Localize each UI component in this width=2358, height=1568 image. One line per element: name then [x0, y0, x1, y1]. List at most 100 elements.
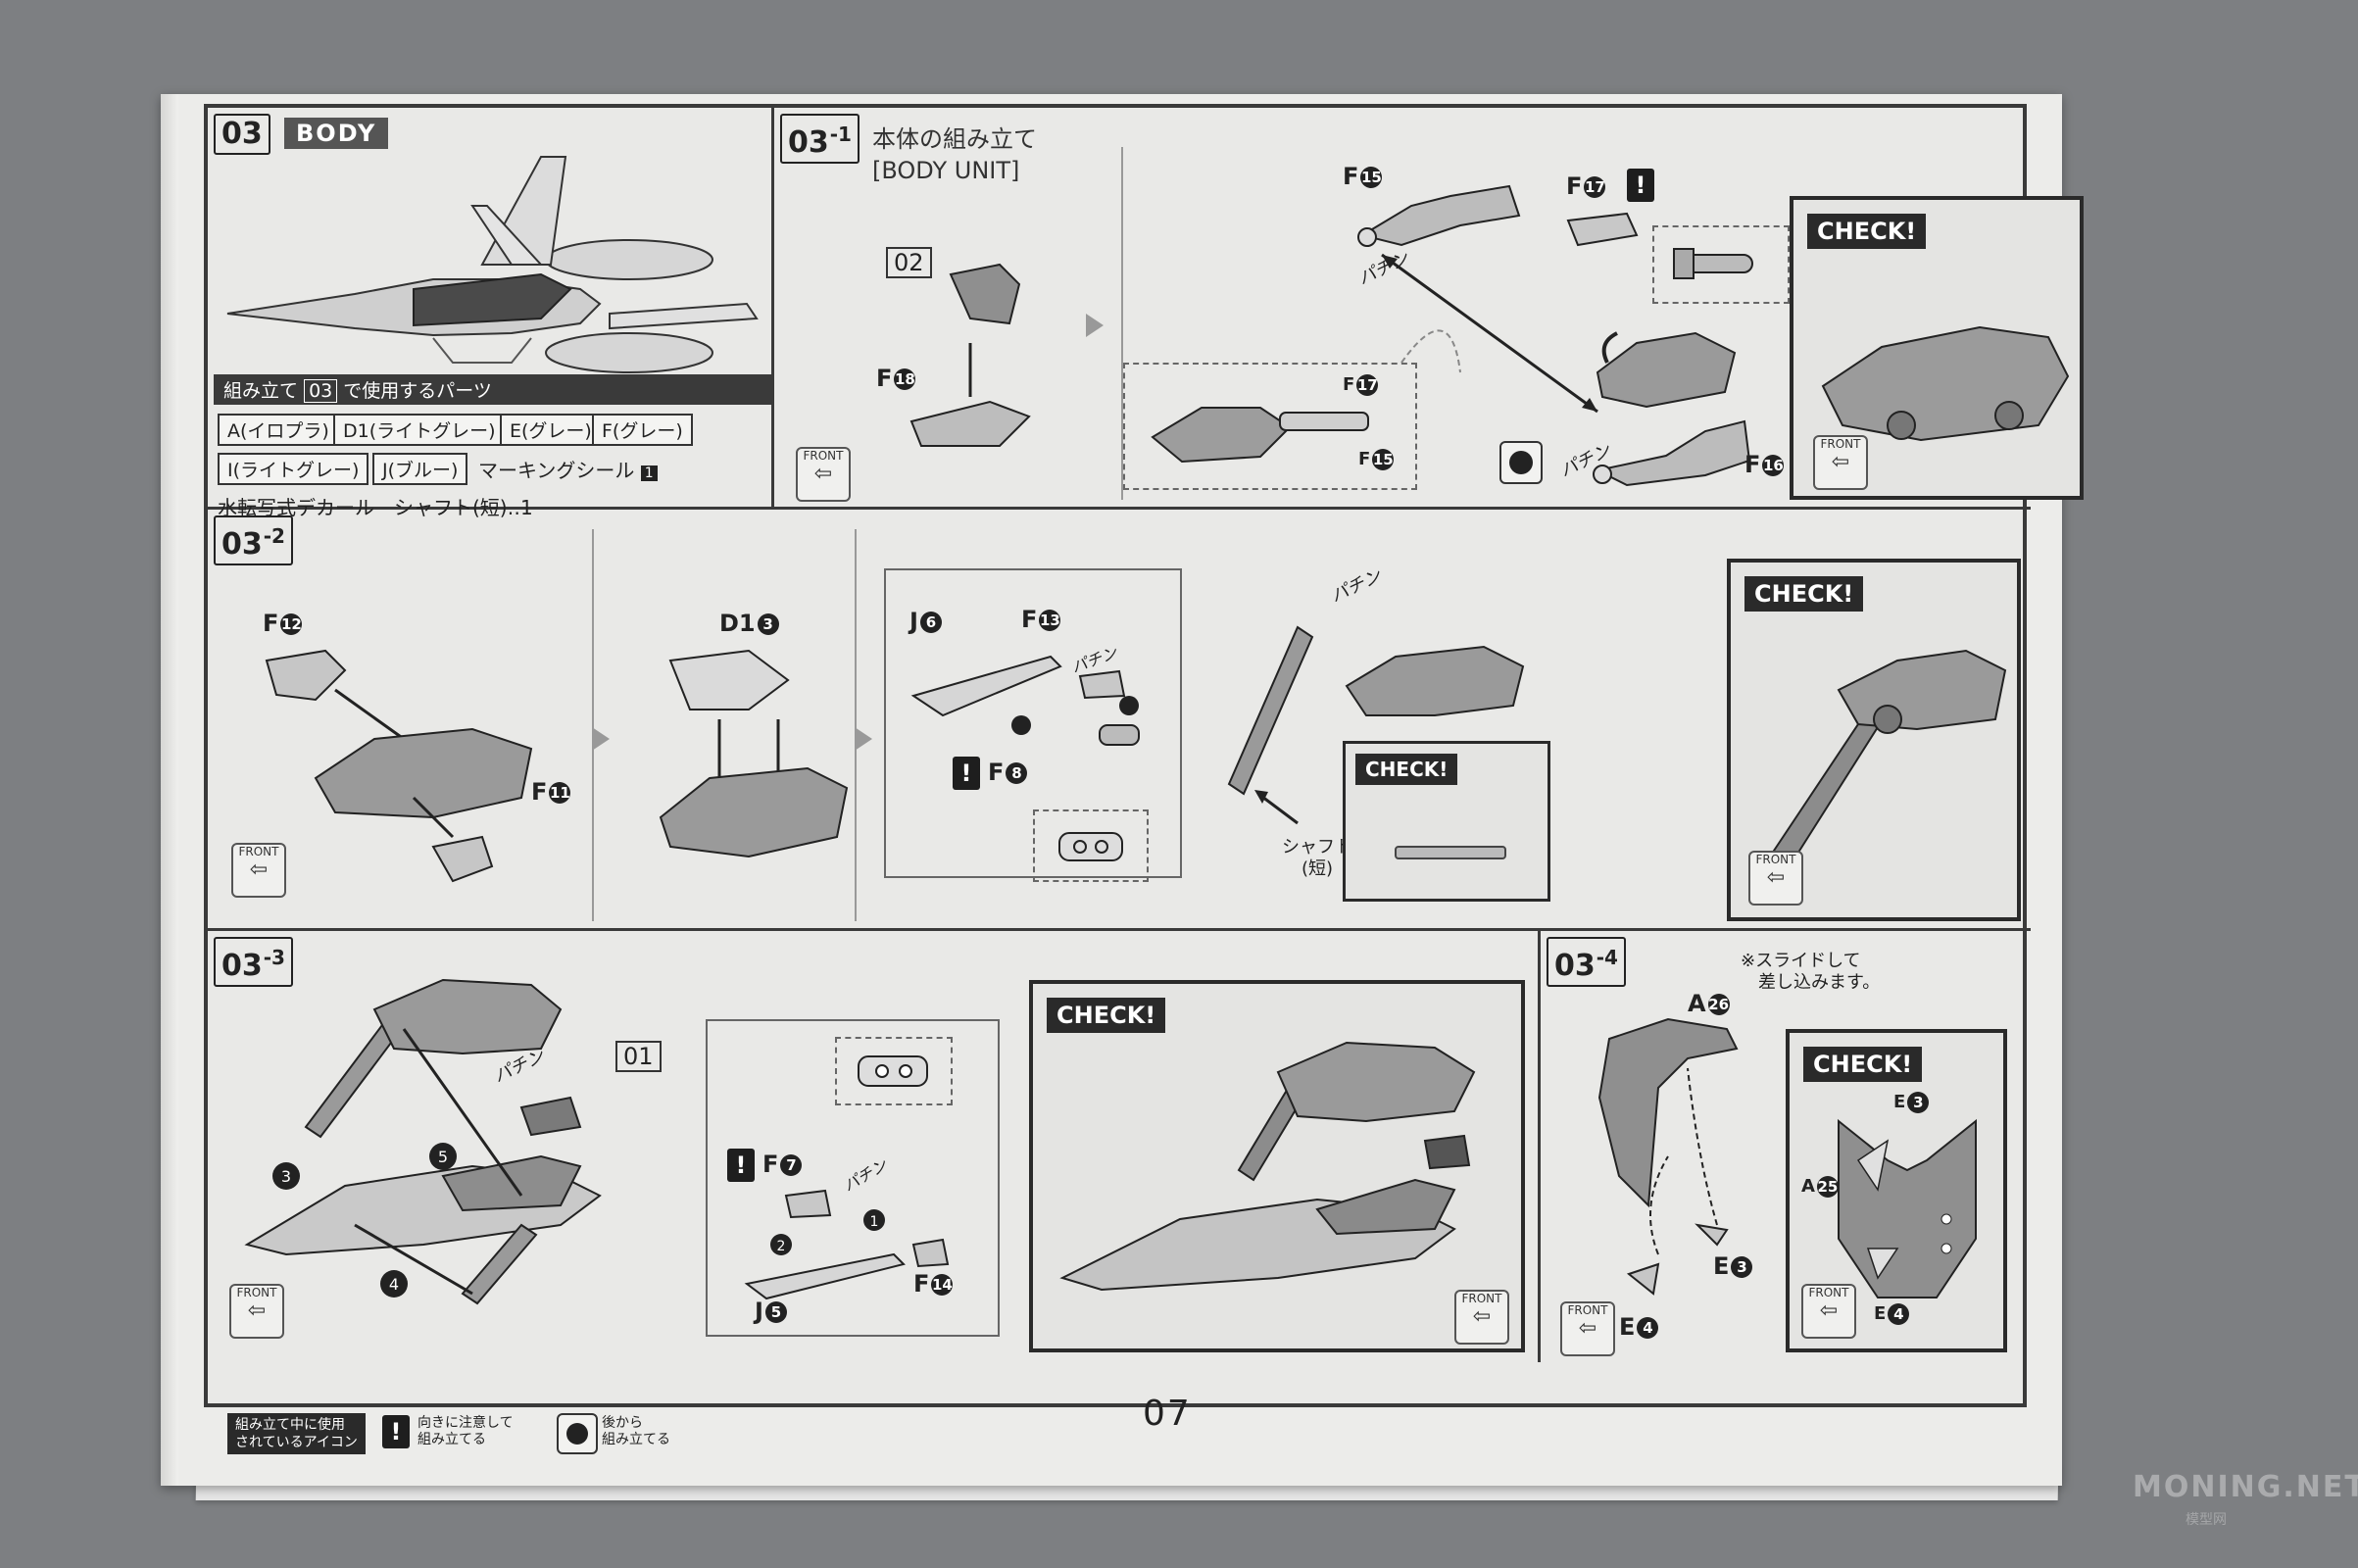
icon-legend-title: 組み立て中に使用 されているアイコン	[227, 1413, 366, 1454]
f8-number: 8	[1006, 762, 1028, 784]
front-label: FRONT	[1567, 1303, 1608, 1317]
svg-text:2: 2	[777, 1239, 786, 1254]
front-badge-check-03-4: FRONT⇦	[1801, 1284, 1856, 1339]
callout-part-02: 02	[886, 247, 932, 278]
step-separator-arrow	[1086, 314, 1104, 337]
body-label: BODY	[284, 118, 389, 149]
page-frame: 03 BODY 組み立て 03 で使用するパーツ A(イロプラ) D1(ライトグ…	[204, 104, 2084, 1407]
step-03-2-number: 03	[221, 527, 263, 562]
check-box-03-2: CHECK! FRONT⇦	[1727, 559, 2021, 921]
step-03-overview-panel: 03 BODY 組み立て 03 で使用するパーツ A(イロプラ) D1(ライトグ…	[208, 108, 774, 519]
a26-letter: A	[1688, 990, 1706, 1017]
part-f16-illustration	[1593, 419, 1751, 487]
orientation-warning-icon: !	[953, 757, 980, 790]
e4-letter: E	[1619, 1313, 1636, 1341]
step-03-2a-illustration	[265, 649, 533, 883]
step-03-3-main-illustration: 5 3 4	[244, 978, 602, 1305]
f14-letter: F	[913, 1270, 930, 1298]
step-separator-arrow	[855, 727, 872, 751]
front-label: FRONT	[1755, 853, 1796, 866]
step-03-tag: 03	[214, 114, 270, 155]
part-chip-d1: D1(ライトグレー)	[333, 414, 506, 446]
check-label-small: CHECK!	[1355, 754, 1458, 785]
divider-line	[592, 529, 594, 921]
f13-letter: F	[1021, 606, 1038, 633]
back-assembly-icon	[1499, 441, 1543, 484]
front-badge-03-1a: FRONT⇦	[796, 447, 851, 502]
a26-number: 26	[1707, 994, 1730, 1015]
check-body-illustration	[1821, 325, 2070, 442]
marking-seal-label: マーキングシール 1	[478, 455, 658, 483]
check-assembled-illustration	[1059, 1041, 1476, 1292]
part-f18-illustration	[909, 343, 1031, 447]
e4-number: 4	[1637, 1317, 1659, 1339]
step-03-2b-illustration	[659, 649, 849, 858]
step-03-3-number: 03	[221, 949, 263, 983]
f14-number: 14	[931, 1274, 954, 1296]
divider-line	[1121, 147, 1123, 500]
f12-number: 12	[280, 613, 303, 635]
j5-part-illustration: 2 1	[744, 1189, 950, 1300]
step-separator-arrow	[592, 727, 610, 751]
front-badge-03-3: FRONT⇦	[229, 1284, 284, 1339]
f18-letter: F	[876, 365, 893, 392]
f7-hole-detail	[835, 1037, 953, 1105]
check-box-03-3: CHECK! FRONT⇦	[1029, 980, 1525, 1352]
divider-line	[855, 529, 857, 921]
marking-seal-text: マーキングシール	[478, 459, 635, 482]
part-02-illustration	[949, 263, 1021, 325]
inset-f15-number: 15	[1372, 449, 1395, 470]
step-03-3-sub: -3	[263, 946, 285, 969]
check-label: CHECK!	[1047, 998, 1166, 1033]
check-box-03-1: CHECK! FRONT⇦	[1790, 196, 2084, 500]
instruction-page: 03 BODY 組み立て 03 で使用するパーツ A(イロプラ) D1(ライトグ…	[161, 94, 2084, 1486]
assembly-arrows	[1381, 253, 1598, 414]
f7-number: 7	[780, 1154, 803, 1176]
j6-number: 6	[919, 612, 942, 633]
body-unit-title: 本体の組み立て [BODY UNIT]	[872, 125, 1037, 184]
short-shaft-swatch	[1395, 846, 1506, 859]
legend-warning-icon: !	[382, 1415, 410, 1448]
slide-insert-note: ※スライドして 差し込みます。	[1741, 951, 1881, 993]
chk-e3-number: 3	[1907, 1092, 1930, 1113]
svg-text:4: 4	[389, 1275, 399, 1294]
step-03-2-tag: 03-2	[214, 515, 293, 565]
front-badge-check-03-3: FRONT⇦	[1454, 1290, 1509, 1345]
part-f15-illustration	[1357, 184, 1521, 247]
f15-number: 15	[1360, 167, 1383, 188]
chk-e4-letter: E	[1874, 1303, 1887, 1324]
inset-f17-number: 17	[1356, 374, 1379, 396]
shaft-short-label: シャフト (短)	[1282, 837, 1352, 879]
callout-part-01: 01	[615, 1041, 662, 1072]
f13-number: 13	[1039, 610, 1061, 631]
part-chip-j: J(ブルー)	[372, 453, 468, 485]
f17-number: 17	[1584, 176, 1606, 198]
j6-part-illustration	[910, 655, 1140, 746]
chk-a25-number: 25	[1816, 1176, 1839, 1198]
f16-number: 16	[1762, 455, 1785, 476]
front-label: FRONT	[236, 1286, 277, 1299]
body-core-illustration	[1596, 331, 1737, 409]
step-03-4-illustration	[1597, 1017, 1739, 1296]
f8-letter: F	[988, 759, 1005, 786]
part-f17-illustration	[1566, 212, 1639, 247]
step-03-1-tag: 03-1	[780, 114, 860, 164]
legend-warning-text: 向きに注意して 組み立てる	[418, 1415, 514, 1447]
parts-bar-number: 03	[304, 379, 338, 403]
chk-a25-letter: A	[1801, 1176, 1815, 1197]
front-badge-03-4: FRONT⇦	[1560, 1301, 1615, 1356]
d13-number: 3	[757, 613, 779, 635]
chk-e3-letter: E	[1893, 1092, 1906, 1112]
site-watermark-sub: 模型网	[2186, 1512, 2227, 1528]
front-label: FRONT	[1808, 1286, 1849, 1299]
check-plate-illustration	[1838, 1118, 1977, 1298]
front-label: FRONT	[238, 845, 279, 858]
